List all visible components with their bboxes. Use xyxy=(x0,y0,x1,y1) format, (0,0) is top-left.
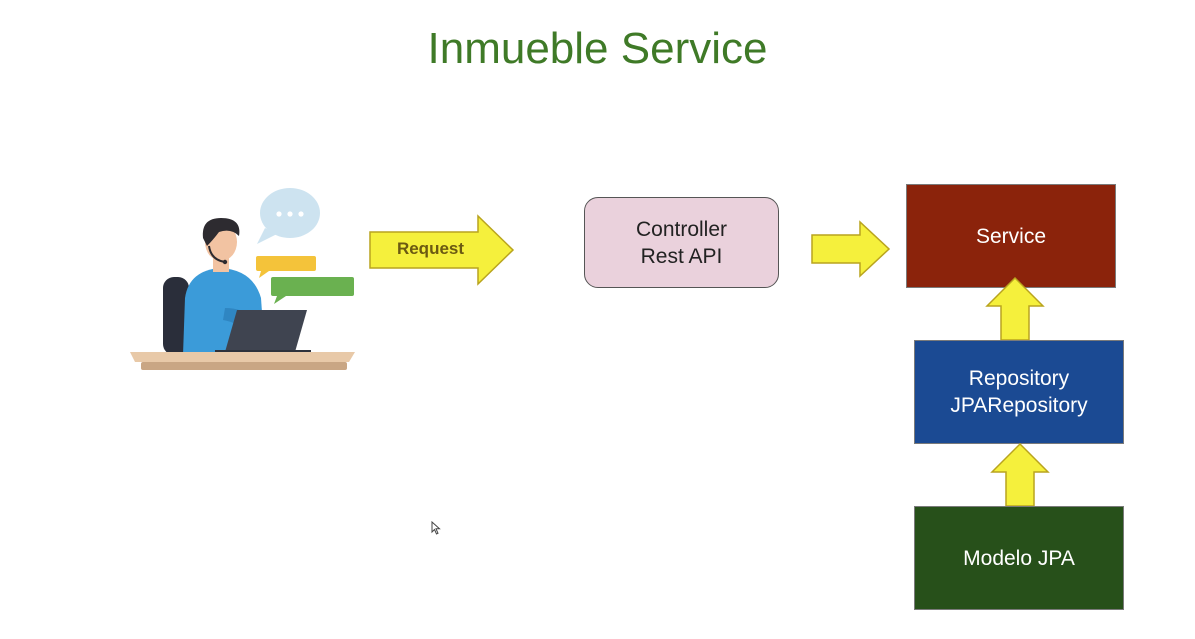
repository-label-line1: Repository xyxy=(968,367,1070,390)
controller-label-line1: Controller xyxy=(635,217,728,241)
mouse-cursor-icon xyxy=(431,521,441,535)
modelo-box: Modelo JPA xyxy=(914,506,1124,610)
repository-label-line2: JPARepository xyxy=(950,394,1088,417)
modelo-label: Modelo JPA xyxy=(963,546,1075,570)
modelo-to-repository-arrow xyxy=(990,442,1050,507)
service-box: Service xyxy=(906,184,1116,288)
request-arrow-shape xyxy=(369,214,515,286)
page-title: Inmueble Service xyxy=(427,24,768,73)
repository-box: Repository JPARepository xyxy=(914,340,1124,444)
speech-bubble-icon xyxy=(257,188,320,244)
person-at-laptop-illustration xyxy=(130,188,355,370)
repository-to-service-arrow xyxy=(985,276,1045,341)
controller-label-line2: Rest API xyxy=(640,244,723,268)
service-label: Service xyxy=(975,224,1047,248)
request-arrow: Request xyxy=(368,214,516,286)
controller-to-service-arrow xyxy=(811,220,891,278)
request-label: Request xyxy=(396,239,465,258)
controller-box: Controller Rest API xyxy=(584,197,779,288)
